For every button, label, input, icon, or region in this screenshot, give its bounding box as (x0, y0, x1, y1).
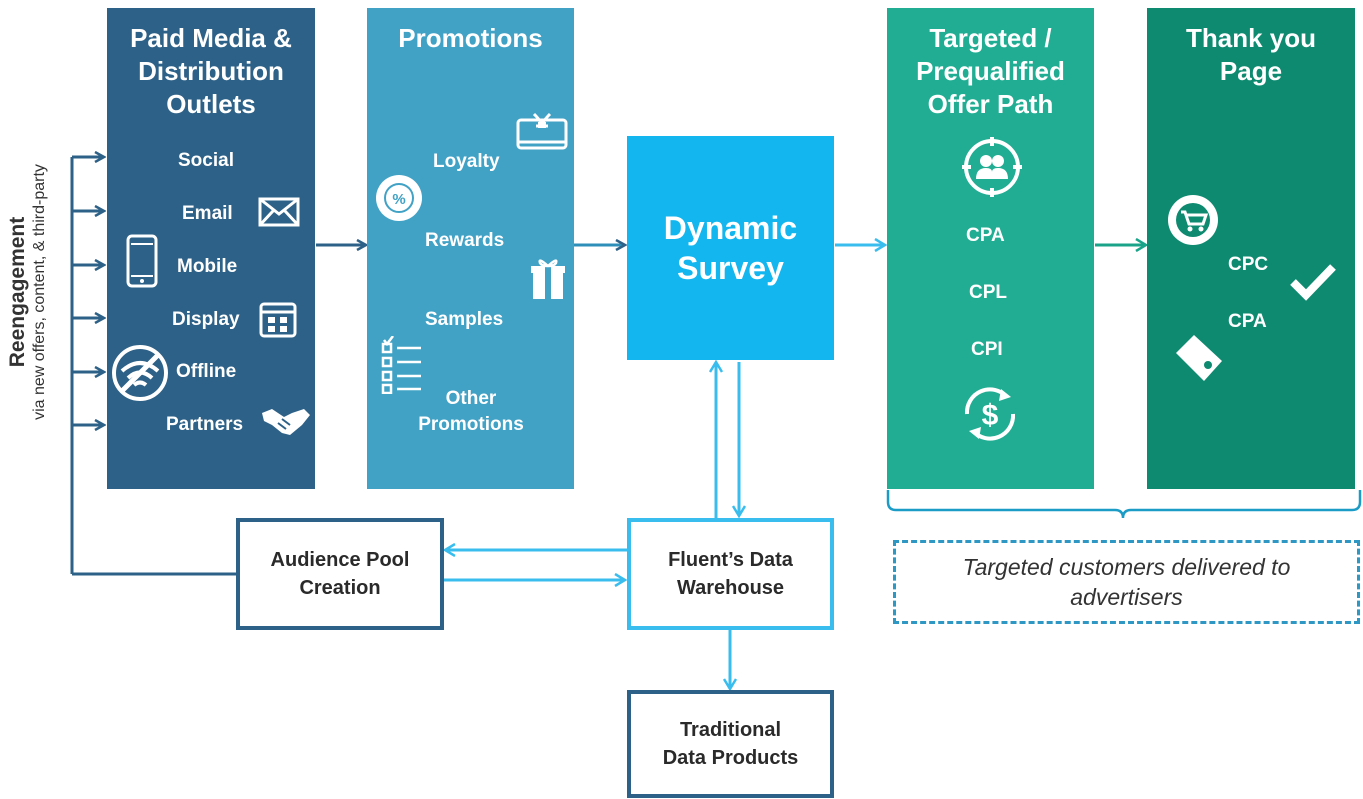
reengagement-loop (70, 157, 238, 576)
svg-text:%: % (392, 191, 405, 208)
offline-no-wifi-icon (112, 345, 168, 401)
promotions-title: Promotions (398, 23, 543, 53)
dollar-cycle-icon: $ (964, 387, 1016, 441)
traditional-data-products-box: Traditional Data Products (627, 690, 834, 798)
display-calendar-icon (259, 302, 297, 338)
shopping-cart-badge-icon (1168, 195, 1218, 245)
promotions-item-loyalty: Loyalty (433, 151, 500, 172)
promotions-item-rewards: Rewards (425, 230, 505, 251)
gift-box-icon (531, 259, 565, 299)
targeted-offer-title: Targeted / Prequalified Offer Path (916, 23, 1065, 119)
reengagement-title: Reengagement (6, 216, 29, 368)
envelope-icon (258, 197, 300, 227)
checkmark-icon (1290, 264, 1336, 301)
paid-media-item-display: Display (172, 309, 240, 330)
promotions-column: Promotions (367, 8, 574, 489)
data-warehouse-box: Fluent’s Data Warehouse (627, 518, 834, 630)
targeted-item-cpa: CPA (966, 225, 1005, 246)
audience-target-icon (962, 137, 1022, 197)
paid-media-item-email: Email (182, 203, 233, 224)
paid-media-title: Paid Media & Distribution Outlets (130, 23, 292, 119)
thank-you-item-cpc: CPC (1228, 254, 1269, 275)
checklist-icon (381, 336, 421, 394)
reengagement-label: Reengagement via new offers, content, & … (5, 62, 65, 522)
paid-media-item-social: Social (178, 150, 234, 171)
audience-pool-box: Audience Pool Creation (236, 518, 444, 630)
price-tag-icon (1176, 335, 1222, 381)
paid-media-column: Paid Media & Distribution Outlets (107, 8, 315, 489)
thank-you-item-cpa: CPA (1228, 311, 1267, 332)
paid-media-item-partners: Partners (166, 414, 244, 435)
promotions-item-other: Other Promotions (418, 388, 524, 435)
mobile-phone-icon (126, 234, 158, 288)
targeted-offer-column: Targeted / Prequalified Offer Path (887, 8, 1094, 489)
paid-media-item-offline: Offline (176, 361, 237, 382)
thank-you-column: Thank you Page (1147, 8, 1355, 489)
percent-badge-icon: % (376, 175, 422, 221)
dynamic-survey-label: Dynamic Survey (663, 210, 798, 286)
gift-card-icon (516, 112, 568, 150)
reengagement-subtitle: via new offers, content, & third-party (31, 164, 48, 420)
targeted-item-cpi: CPI (971, 339, 1003, 360)
paid-media-item-mobile: Mobile (177, 256, 238, 277)
delivered-note: Targeted customers delivered to advertis… (893, 540, 1360, 624)
svg-text:$: $ (982, 399, 999, 432)
dynamic-survey-box: Dynamic Survey (627, 136, 834, 360)
bracket (886, 490, 1362, 519)
handshake-icon (262, 409, 310, 435)
thank-you-title: Thank you Page (1185, 23, 1316, 86)
promotions-item-samples: Samples (425, 309, 504, 330)
targeted-item-cpl: CPL (969, 282, 1007, 303)
